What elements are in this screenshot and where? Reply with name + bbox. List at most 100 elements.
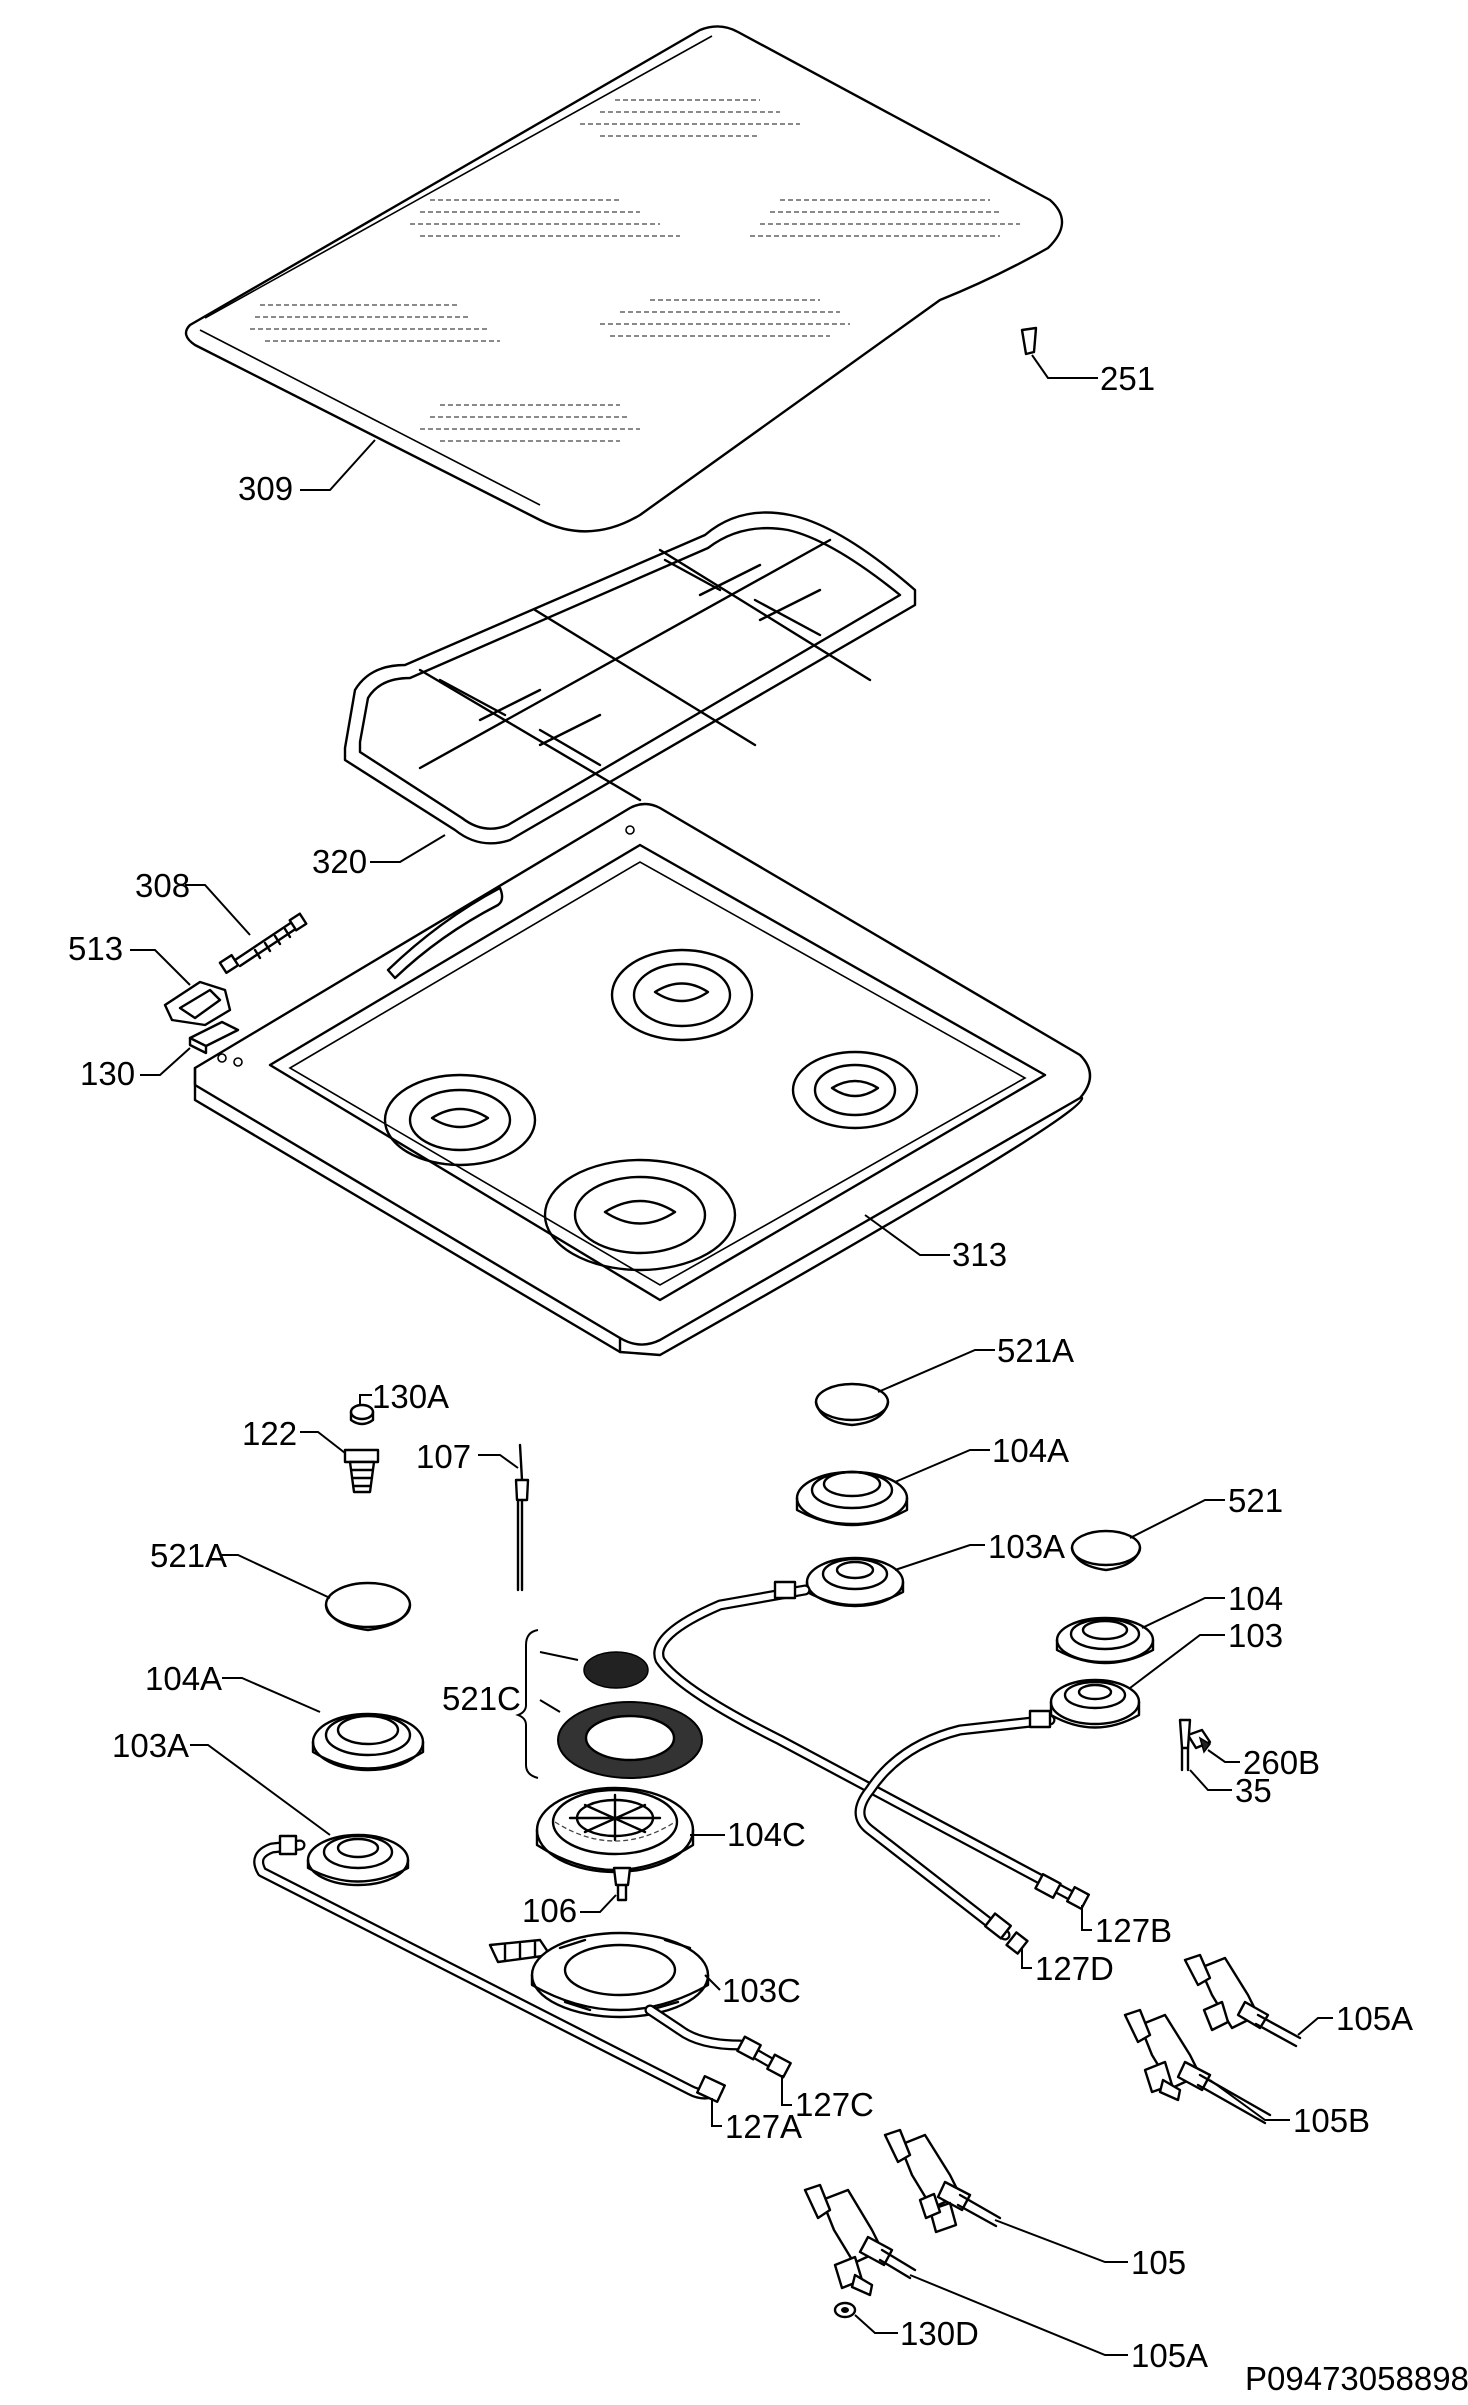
wok-flame-spreader xyxy=(535,1786,695,1874)
gas-valve xyxy=(883,2128,1002,2234)
label-308: 308 xyxy=(135,867,190,904)
wok-cap-ring xyxy=(557,1701,703,1779)
label-122: 122 xyxy=(242,1415,297,1452)
leader-107 xyxy=(478,1454,519,1469)
bracket xyxy=(188,1020,240,1055)
label-127a: 127A xyxy=(725,2108,802,2145)
leader-103a-left xyxy=(190,1744,331,1836)
label-513: 513 xyxy=(68,930,123,967)
leader-35 xyxy=(1189,1769,1232,1791)
label-105: 105 xyxy=(1131,2244,1186,2281)
label-309: 309 xyxy=(238,470,293,507)
leader-103 xyxy=(1129,1634,1225,1689)
label-251: 251 xyxy=(1100,360,1155,397)
pan-support-grid xyxy=(343,511,917,845)
leader-313 xyxy=(864,1214,950,1256)
leader-320 xyxy=(370,834,446,863)
thermocouple xyxy=(1178,1718,1192,1772)
leader-122 xyxy=(300,1431,346,1454)
hob-burner-hole xyxy=(383,1073,537,1167)
label-313: 313 xyxy=(952,1236,1007,1273)
label-130d: 130D xyxy=(900,2315,979,2352)
label-105a-bottom: 105A xyxy=(1131,2337,1208,2374)
gas-valve xyxy=(1123,2008,1272,2125)
gas-valve xyxy=(803,2183,917,2297)
hob-burner-hole xyxy=(543,1158,737,1272)
leader-127c xyxy=(781,2075,792,2106)
part-labels: 309 251 320 308 513 130 313 122 130A 107… xyxy=(68,360,1413,2374)
injector xyxy=(612,1866,632,1902)
nut xyxy=(833,2301,857,2319)
label-104c: 104C xyxy=(727,1816,806,1853)
label-521a-left: 521A xyxy=(150,1537,227,1574)
gas-tube xyxy=(653,1580,1091,1911)
hinge-spring xyxy=(218,912,308,975)
leader-105a-bottom xyxy=(909,2274,1128,2356)
label-104a-left: 104A xyxy=(145,1660,222,1697)
lid-stopper xyxy=(1020,326,1098,379)
lid-pattern xyxy=(250,99,1020,442)
label-103c: 103C xyxy=(722,1972,801,2009)
leader-104a-left xyxy=(222,1677,321,1713)
leader-130d xyxy=(854,2314,898,2334)
leader-521a-top xyxy=(877,1349,995,1393)
ignition-electrode xyxy=(514,1443,530,1592)
leader-104a-top xyxy=(894,1449,990,1483)
label-106: 106 xyxy=(522,1892,577,1929)
leader-106 xyxy=(580,1894,617,1913)
burner-cap xyxy=(324,1581,412,1632)
label-130a: 130A xyxy=(372,1378,449,1415)
leader-103c xyxy=(704,1974,721,1991)
flame-spreader xyxy=(795,1470,909,1527)
gas-tube xyxy=(253,1834,726,2104)
leader-309 xyxy=(300,439,376,491)
label-127b: 127B xyxy=(1095,1912,1172,1949)
leader-260b xyxy=(1207,1749,1240,1763)
leader-127b xyxy=(1081,1905,1092,1931)
leader-521 xyxy=(1129,1499,1225,1539)
label-260b: 260B xyxy=(1243,1744,1320,1781)
label-103: 103 xyxy=(1228,1617,1283,1654)
leader-521c-ring xyxy=(539,1699,561,1713)
burner-base xyxy=(1049,1678,1141,1729)
leader-308 xyxy=(185,884,251,936)
leader-103a-top xyxy=(894,1544,985,1571)
leader-513 xyxy=(130,949,191,986)
thermocouple-clip xyxy=(1186,1728,1212,1754)
burner-cap xyxy=(1070,1529,1142,1572)
leader-105 xyxy=(994,2219,1128,2263)
leader-521c-small xyxy=(539,1651,579,1661)
leader-105b xyxy=(1209,2079,1290,2121)
label-103a-top: 103A xyxy=(988,1528,1065,1565)
flame-spreader xyxy=(1055,1616,1155,1665)
wok-burner-base xyxy=(488,1931,710,2019)
wok-cap-small xyxy=(583,1651,649,1689)
leader-104 xyxy=(1141,1597,1225,1629)
label-104a-top: 104A xyxy=(992,1432,1069,1469)
leader-130 xyxy=(140,1047,191,1076)
label-104: 104 xyxy=(1228,1580,1283,1617)
label-521c: 521C xyxy=(442,1680,521,1717)
spark-generator-nut xyxy=(349,1403,375,1426)
hob-burner-hole xyxy=(610,948,754,1042)
label-320: 320 xyxy=(312,843,367,880)
gas-tube xyxy=(644,2004,792,2079)
label-107: 107 xyxy=(416,1438,471,1475)
burner-base xyxy=(306,1833,410,1887)
bracket-521c xyxy=(515,1629,539,1779)
gas-tube xyxy=(854,1709,1056,1955)
leader-127d xyxy=(1021,1948,1032,1969)
drawing-code: P09473058898 xyxy=(1245,2360,1468,2397)
label-35: 35 xyxy=(1235,1772,1272,1809)
label-103a-left: 103A xyxy=(112,1727,189,1764)
gas-valve xyxy=(1183,1953,1302,2048)
hob-top xyxy=(193,802,1092,1357)
leader-521a-left xyxy=(220,1554,331,1599)
label-127d: 127D xyxy=(1035,1950,1114,1987)
leader-130a xyxy=(359,1394,372,1405)
label-105a-top: 105A xyxy=(1336,2000,1413,2037)
leader-127a xyxy=(711,2098,722,2127)
hinge xyxy=(163,980,232,1027)
